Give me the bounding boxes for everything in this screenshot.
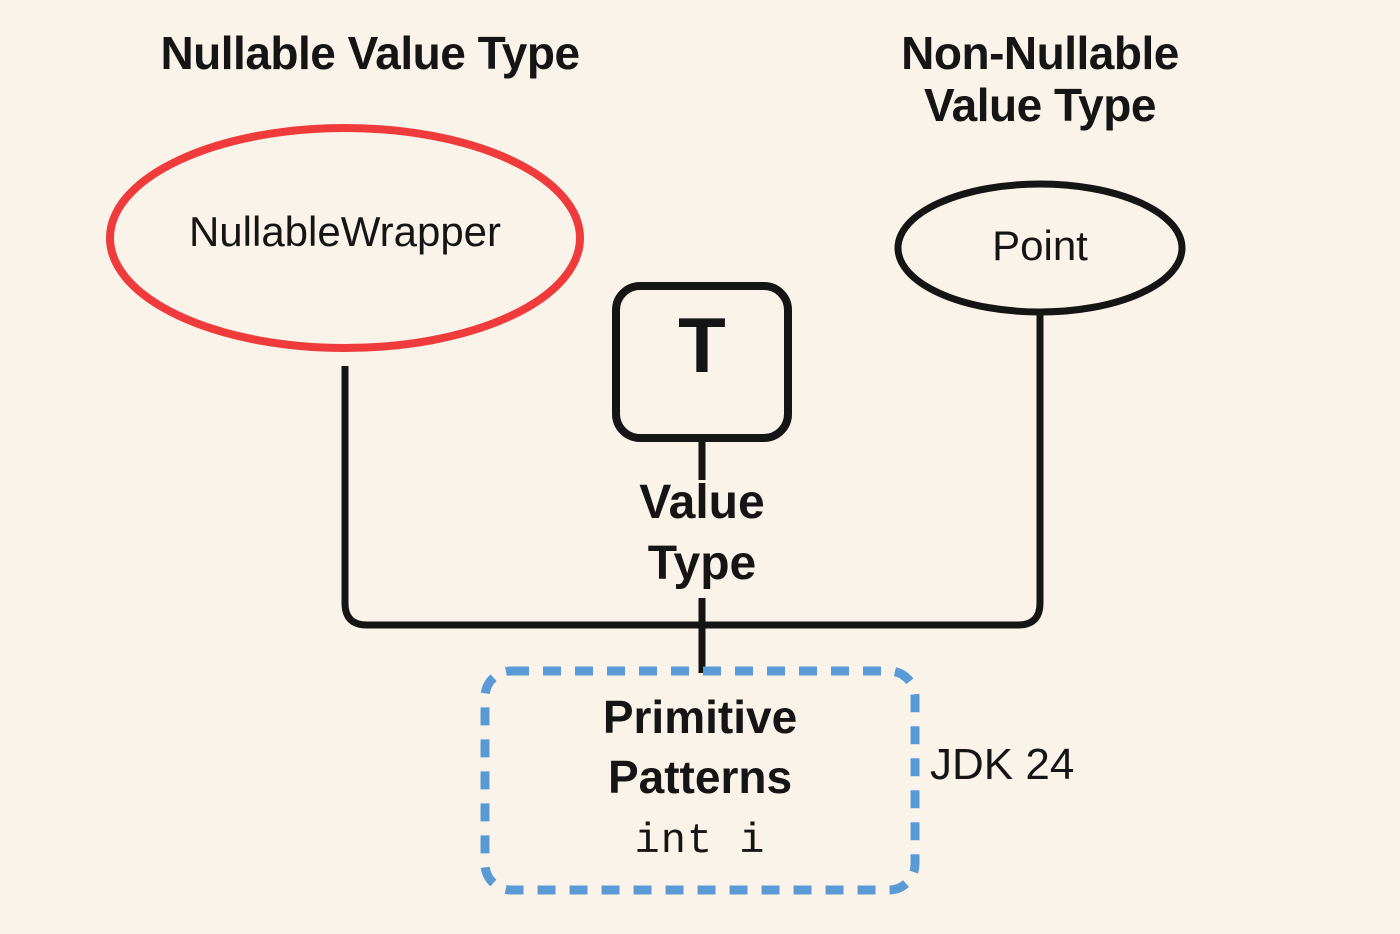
value-type-label: Value Type: [639, 476, 765, 591]
nullable-wrapper-ellipse[interactable]: [106, 124, 584, 352]
type-parameter-box[interactable]: [612, 282, 792, 442]
heading-nullable-value-type: Nullable Value Type: [160, 27, 580, 79]
connector-nullable-to-point: [341, 312, 1044, 629]
primitive-patterns-label: Primitive Patterns: [602, 691, 798, 803]
primitive-patterns-box[interactable]: [480, 666, 920, 895]
heading-non-nullable-value-type: Non-Nullable Value Type: [901, 27, 1179, 131]
point-ellipse[interactable]: [894, 180, 1186, 316]
jdk-version-annotation: JDK 24: [930, 740, 1075, 789]
nullable-wrapper-label: NullableWrapper: [188, 208, 502, 255]
type-parameter-label: T: [678, 301, 726, 389]
point-label: Point: [992, 222, 1088, 269]
primitive-patterns-code: int i: [634, 817, 766, 865]
